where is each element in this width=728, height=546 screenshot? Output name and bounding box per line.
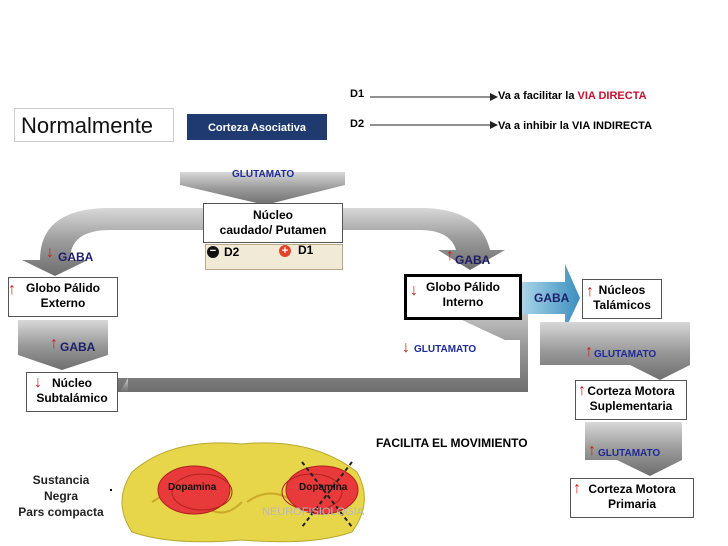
globo-externo-line1: Globo Pálido	[26, 281, 100, 295]
legend-d1-prefix: Va a facilitar la	[498, 90, 578, 102]
gaba-label-externo-down: GABA	[60, 340, 96, 354]
plus-icon: +	[279, 245, 291, 257]
sustancia-line1: Sustancia	[32, 473, 90, 487]
dopamina-left-label: Dopamina	[168, 482, 217, 493]
arrow-interno-to-talamo	[522, 264, 580, 330]
corteza-primaria-line2: Primaria	[607, 497, 657, 511]
down-arrow-icon: ↓	[46, 244, 54, 261]
gaba-label-left: GABA	[58, 250, 94, 264]
arrow-caudado-to-externo	[22, 208, 205, 276]
up-arrow-icon: ↑	[586, 283, 594, 300]
glutamato-label-talamo: GLUTAMATO	[594, 349, 657, 360]
nucleo-subtalamico-box: Núcleo Subtalámico	[26, 372, 118, 412]
sustancia-negra-label: Sustancia Negra Pars compacta	[6, 472, 116, 520]
up-arrow-icon: ↑	[585, 343, 593, 360]
subtalamico-line1: Núcleo	[51, 376, 92, 390]
d2-receptor-label: D2	[224, 245, 240, 259]
up-arrow-icon: ↑	[446, 247, 454, 264]
arrow-caudado-to-interno	[343, 208, 505, 270]
corteza-sup-line1: Corteza Motora	[587, 384, 675, 398]
legend-d1-label: D1	[350, 88, 365, 100]
sustancia-line2: Negra	[43, 489, 78, 503]
globo-externo-box: Globo Pálido Externo	[8, 277, 118, 317]
globo-interno-line1: Globo Pálido	[426, 280, 500, 294]
arrow-sup-to-primaria	[585, 422, 682, 476]
subtalamico-line2: Subtalámico	[36, 391, 108, 405]
corteza-primaria-box: Corteza Motora Primaria	[570, 478, 694, 518]
corteza-suplementaria-box: Corteza Motora Suplementaria	[575, 380, 687, 420]
corteza-asociativa-box: Corteza Asociativa	[186, 113, 328, 141]
up-arrow-icon: ↑	[578, 382, 586, 399]
arrow-subtalamico-up	[120, 378, 128, 392]
down-arrow-icon: ↓	[410, 282, 418, 299]
facilita-movimiento-label: FACILITA EL MOVIMIENTO	[376, 436, 528, 450]
sustancia-line3: Pars compacta	[18, 505, 104, 519]
legend-d2-label: D2	[350, 118, 365, 130]
arrow-externo-to-subtalamico	[18, 320, 108, 370]
up-arrow-icon: ↑	[573, 480, 581, 497]
sustancia-negra-image	[112, 432, 372, 546]
up-arrow-icon: ↑	[50, 335, 58, 352]
caudado-line1: Núcleo	[252, 208, 293, 222]
glutamato-label-top: GLUTAMATO	[232, 169, 295, 180]
watermark-label: NEUROFISIOLOGIA	[262, 506, 365, 518]
caudado-line2: caudado/ Putamen	[219, 223, 327, 237]
arrow-corteza-to-caudado	[180, 172, 345, 205]
legend-d1-highlight: VIA DIRECTA	[577, 90, 647, 102]
minus-icon: −	[207, 246, 219, 258]
down-arrow-icon: ↓	[402, 339, 410, 356]
arrow-talamo-to-sup	[540, 322, 690, 380]
glutamato-label-subtalamico: GLUTAMATO	[414, 344, 477, 355]
page-title: Normalmente	[14, 108, 174, 142]
legend-d2-text: Va a inhibir la VIA INDIRECTA	[498, 120, 653, 132]
dopamina-right-label: Dopamina	[299, 482, 348, 493]
nucleos-talamicos-line2: Talámicos	[593, 298, 651, 312]
up-arrow-icon: ↑	[8, 281, 16, 298]
legend-d1-text: Va a facilitar la VIA DIRECTA	[498, 90, 647, 102]
caudado-putamen-box: Núcleo caudado/ Putamen	[203, 203, 343, 243]
gaba-label-interno: GABA	[534, 291, 570, 305]
globo-externo-line2: Externo	[40, 296, 86, 310]
nucleos-talamicos-line1: Núcleos	[598, 283, 646, 297]
receptor-strip	[205, 244, 343, 270]
up-arrow-icon: ↑	[588, 442, 596, 459]
glutamato-label-motora: GLUTAMATO	[598, 448, 661, 459]
globo-interno-box: Globo Pálido Interno	[404, 274, 522, 320]
globo-interno-line2: Interno	[442, 295, 484, 309]
corteza-primaria-line1: Corteza Motora	[588, 482, 676, 496]
gaba-label-right: GABA	[455, 253, 491, 267]
down-arrow-icon: ↓	[34, 374, 42, 391]
corteza-sup-line2: Suplementaria	[589, 399, 673, 413]
nucleos-talamicos-box: Núcleos Talámicos	[582, 279, 662, 319]
d1-receptor-label: D1	[298, 243, 314, 257]
